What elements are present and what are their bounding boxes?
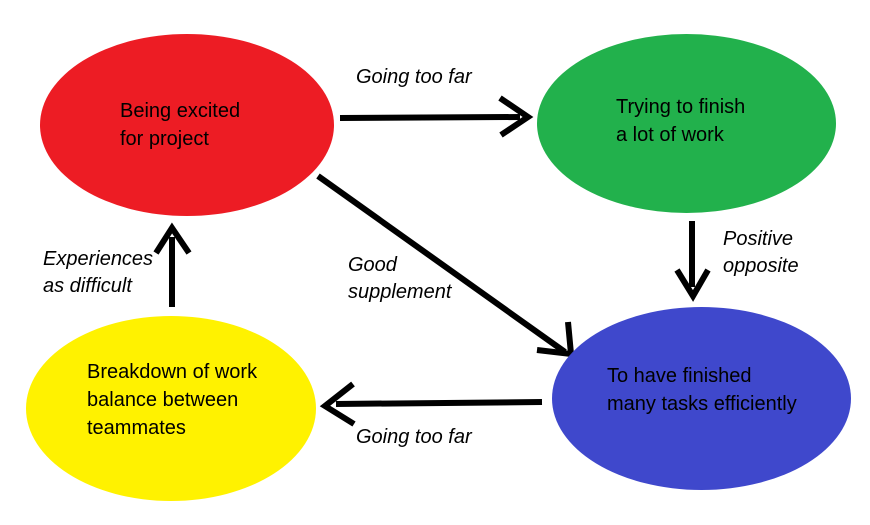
node-trying-to-finish: Trying to finish a lot of work [537, 34, 836, 213]
node-breakdown-work-balance-label: Breakdown of work balance between teamma… [87, 361, 258, 439]
edge-label-good-supplement: Good supplement [348, 254, 452, 303]
edge-label-positive-opposite: Positive opposite [723, 228, 799, 277]
arrow-breakdown-to-excited [153, 222, 192, 307]
edge-label-experiences-as-difficult: Experiences as difficult [43, 248, 154, 297]
node-breakdown-work-balance: Breakdown of work balance between teamma… [26, 316, 316, 501]
node-trying-to-finish-label: Trying to finish a lot of work [616, 96, 746, 146]
edge-label-going-too-far-top: Going too far [356, 66, 472, 88]
arrow-finished-to-breakdown [319, 381, 543, 427]
node-being-excited-label: Being excited for project [120, 100, 241, 150]
edge-label-going-too-far-bottom: Going too far [356, 426, 472, 448]
node-being-excited: Being excited for project [40, 34, 334, 216]
node-finished-tasks-label: To have finished many tasks efficiently [607, 365, 797, 415]
arrow-trying-to-finished [674, 221, 711, 302]
arrow-excited-to-trying [339, 95, 534, 138]
node-finished-tasks: To have finished many tasks efficiently [552, 307, 851, 490]
